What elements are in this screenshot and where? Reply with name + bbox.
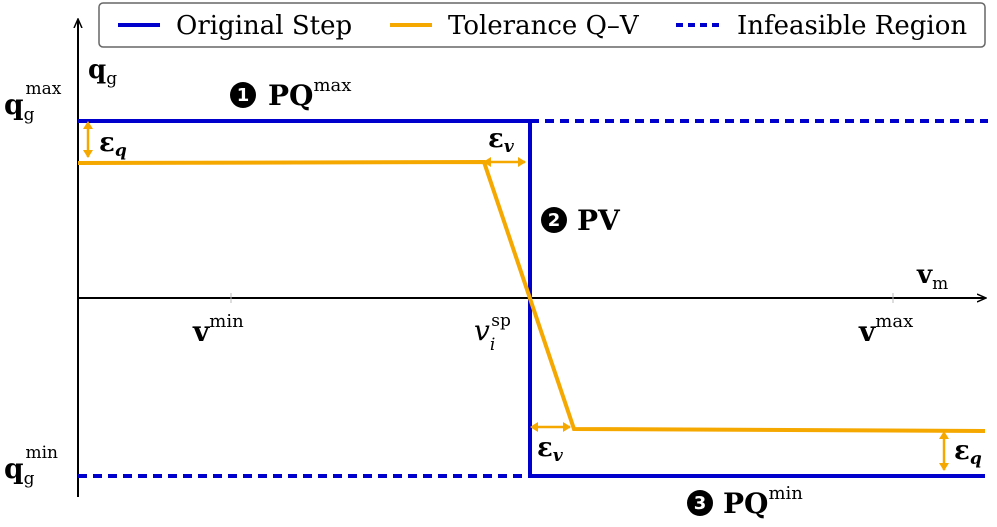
vmin-label: vmin bbox=[192, 311, 244, 348]
eps-q-top-label: εq bbox=[99, 128, 127, 161]
svg-text:2: 2 bbox=[548, 210, 561, 231]
region-2-badge bbox=[541, 207, 567, 233]
region-3-badge bbox=[687, 490, 713, 516]
y-axis-label: qg bbox=[88, 55, 117, 89]
eps-q-bottom-label: εq bbox=[954, 436, 982, 469]
legend: Original Step Tolerance Q–V Infeasible R… bbox=[98, 2, 986, 48]
region-1-label: 1 PQmax bbox=[230, 75, 351, 112]
vsp-label: visp bbox=[474, 311, 511, 355]
x-axis-label: vm bbox=[916, 260, 948, 294]
svg-text:1: 1 bbox=[237, 85, 250, 106]
legend-box bbox=[98, 2, 986, 48]
eps-v-bottom-label: εv bbox=[537, 433, 564, 466]
svg-text:PQmax: PQmax bbox=[268, 75, 351, 112]
svg-text:3: 3 bbox=[694, 493, 707, 514]
tolerance-qv-line bbox=[77, 159, 986, 433]
region-1-badge bbox=[230, 82, 256, 108]
legend-label-infeasible: Infeasible Region bbox=[737, 11, 967, 41]
legend-label-tolerance: Tolerance Q–V bbox=[448, 11, 640, 41]
svg-text:PV: PV bbox=[577, 204, 621, 237]
qmax-label: qgmax bbox=[4, 79, 62, 125]
svg-text:PQmin: PQmin bbox=[723, 483, 803, 520]
vmax-label: vmax bbox=[858, 311, 913, 348]
region-2-label: 2 PV bbox=[541, 204, 621, 237]
qmin-label: qgmin bbox=[4, 443, 58, 489]
legend-label-original-step: Original Step bbox=[176, 11, 352, 41]
eps-v-top-label: εv bbox=[488, 124, 515, 157]
region-3-label: 3 PQmin bbox=[687, 483, 803, 520]
